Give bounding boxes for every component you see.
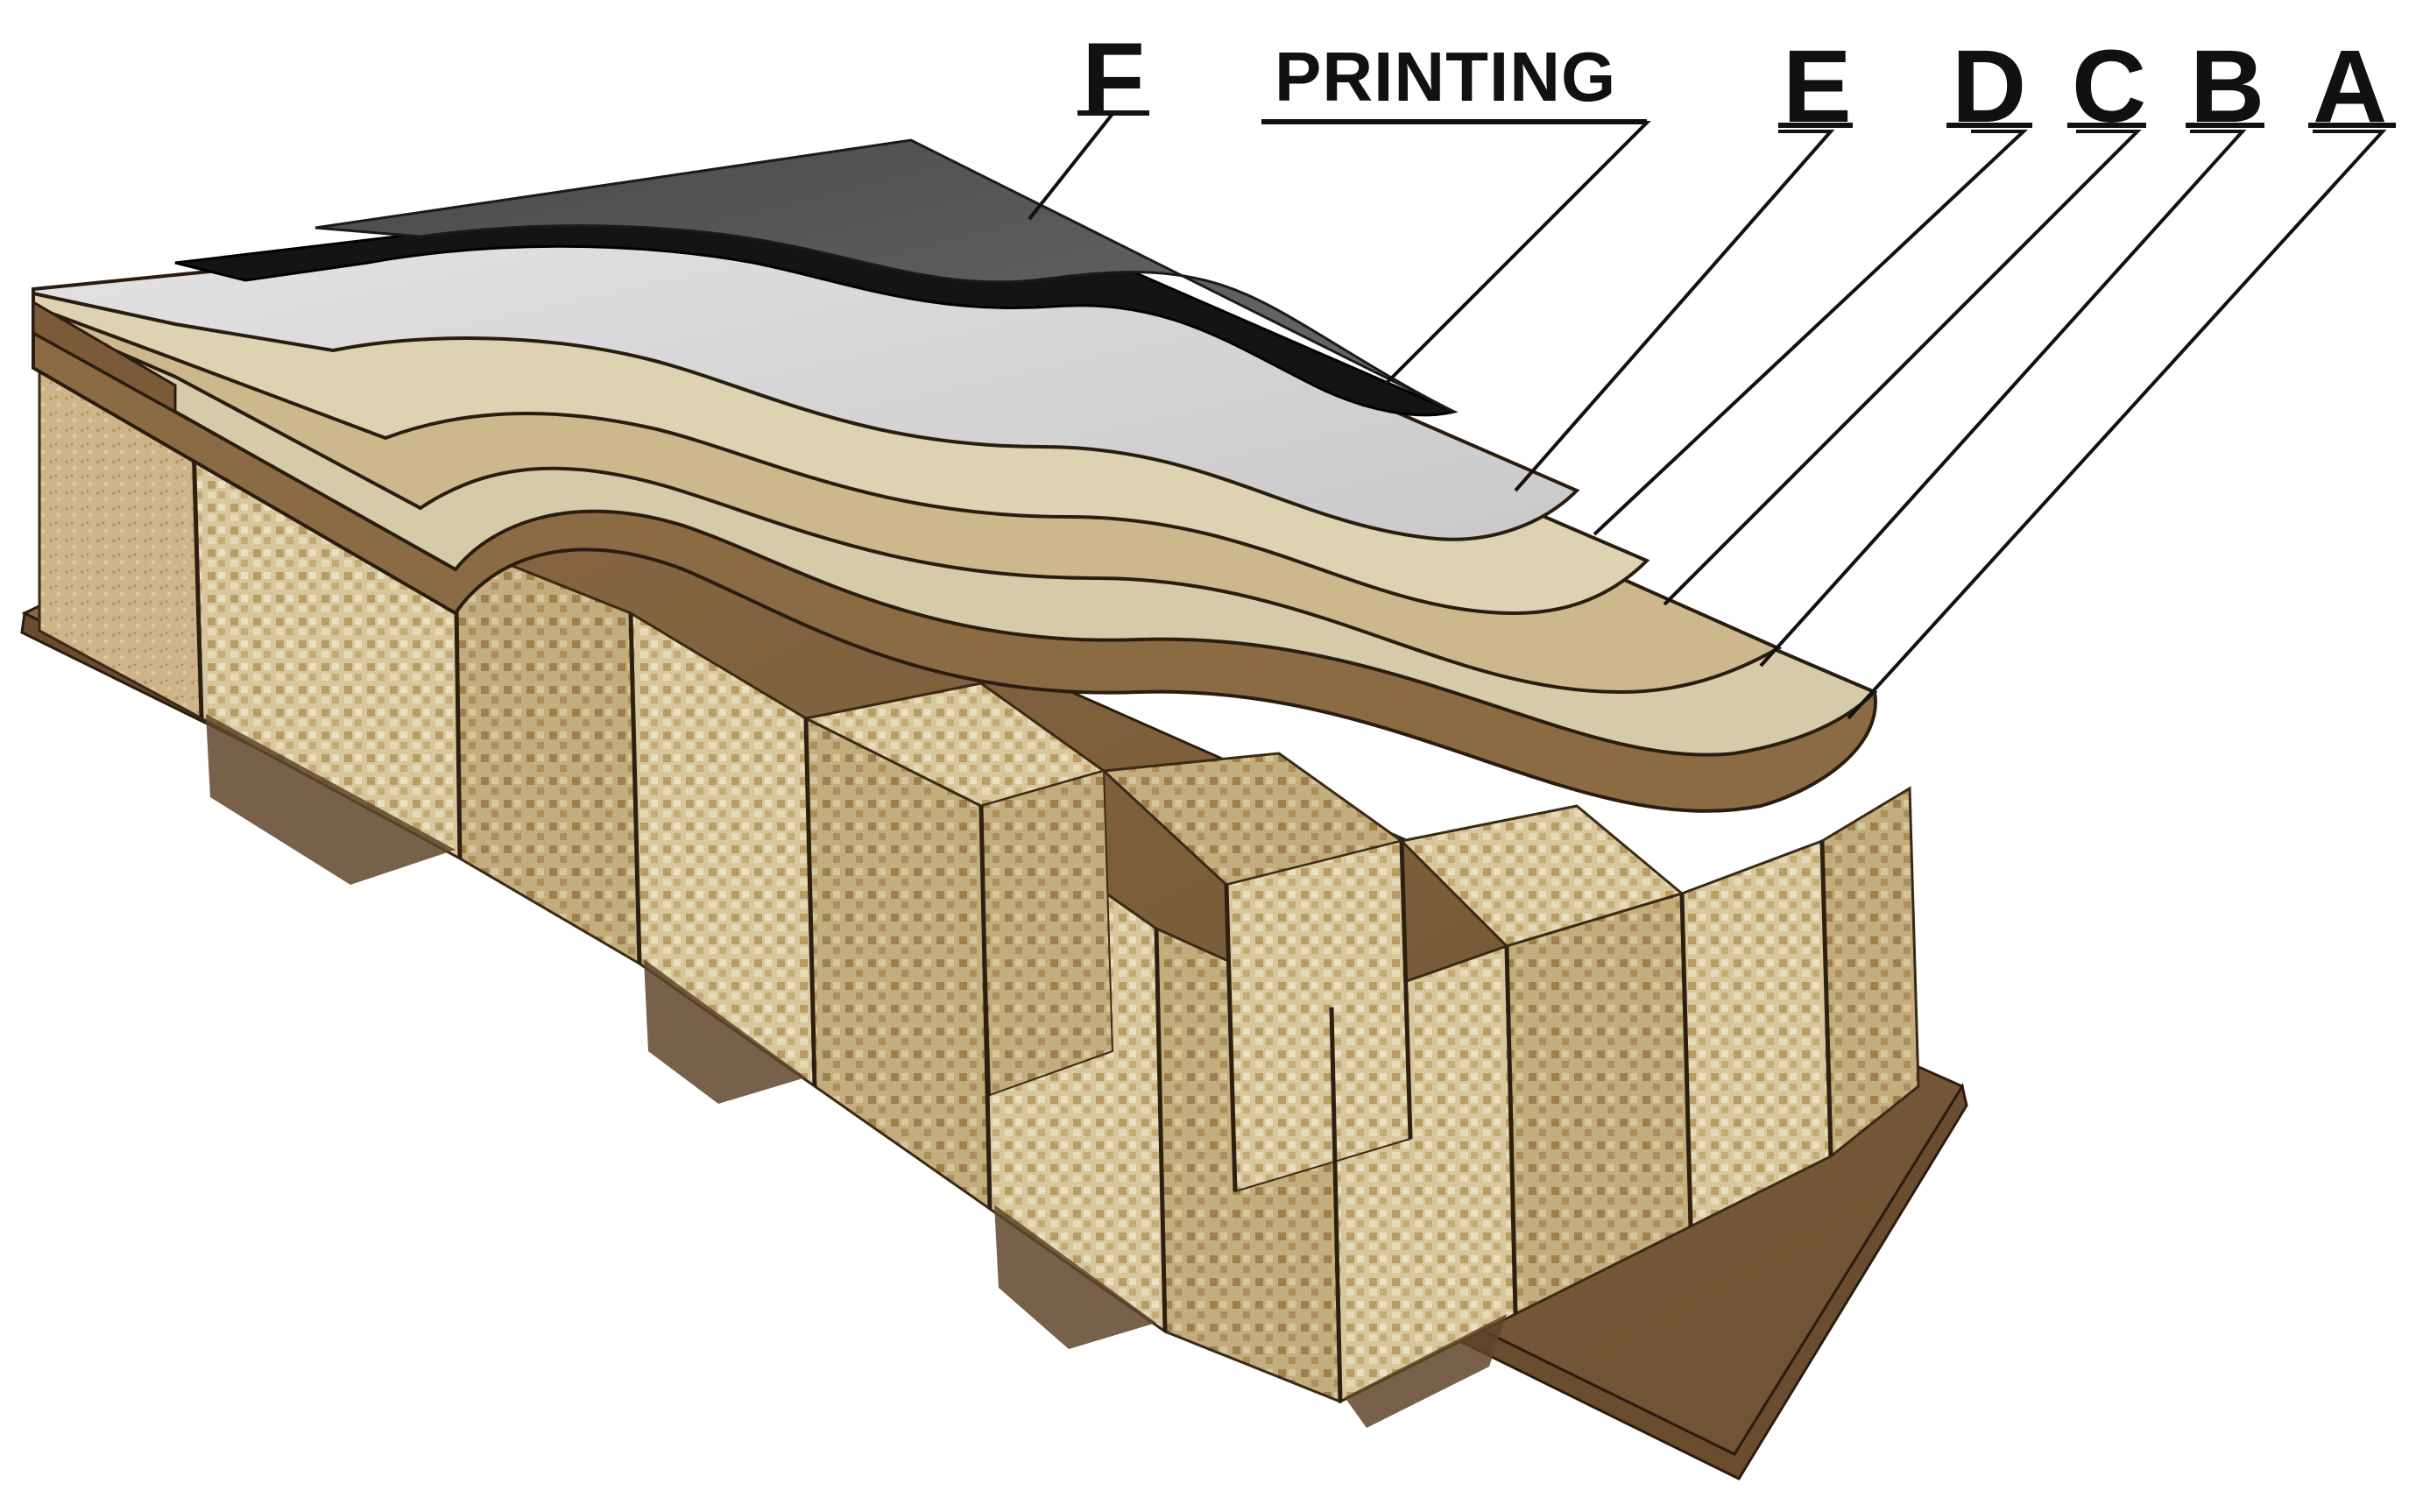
leader-e [1514,130,1835,492]
label-c: C [2072,29,2147,145]
label-f: F [1082,22,1146,138]
leader-d [1593,130,2029,536]
label-printing: PRINTING [1275,38,1617,116]
leader-a [1847,130,2387,720]
label-f-underline [1077,110,1149,116]
label-a-underline [2308,123,2396,128]
label-b: B [2190,29,2265,145]
leader-c [1663,130,2142,606]
top-layers [32,138,1878,813]
label-a: A [2313,29,2388,145]
label-c-underline [2067,123,2146,128]
layer-e [32,199,1580,541]
layer-f [314,138,1455,413]
leader-b [1759,130,2247,668]
label-printing-underline [1261,119,1647,124]
label-d-underline [1946,123,2032,128]
printing-layer [174,173,1459,417]
label-e: E [1783,29,1852,145]
label-b-underline [2186,123,2264,128]
leader-printing [1261,121,1651,387]
label-d: D [1952,29,2027,145]
honeycomb-core [38,348,1920,1428]
label-e-underline [1778,123,1853,128]
